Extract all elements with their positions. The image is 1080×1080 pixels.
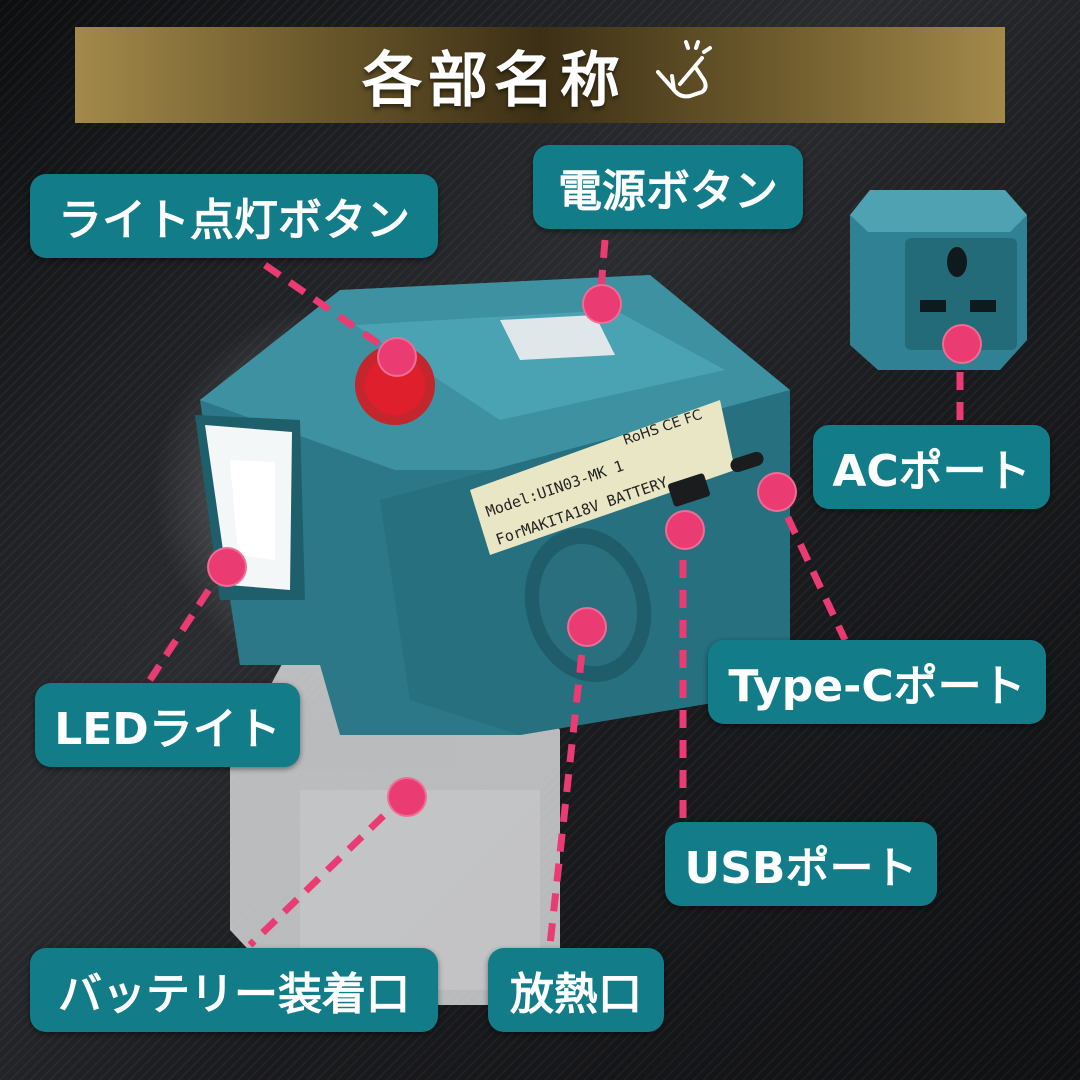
ac-port-label: ACポート [813, 425, 1050, 509]
usb-port-graphic [668, 473, 710, 507]
leader-power-button [596, 239, 609, 303]
battery-slot-label: バッテリー装着口 [30, 948, 438, 1032]
vent-label: 放熱口 [488, 948, 664, 1032]
led-light-label: LEDライト [35, 683, 300, 767]
vent-graphic [524, 527, 652, 683]
page-title: 各部名称 [362, 45, 626, 116]
leader-light-button [263, 262, 397, 358]
leader-type-c [771, 488, 849, 642]
type-c-dot [757, 472, 797, 512]
led-dot [207, 547, 247, 587]
ac-port-dot [942, 324, 982, 364]
usb-port-label: USBポート [665, 822, 937, 906]
type-c-port-graphic [730, 451, 764, 473]
leader-led [147, 563, 228, 682]
power-button-label: 電源ボタン [533, 145, 803, 229]
vent-dot [567, 607, 607, 647]
type-c-port-label: Type-Cポート [708, 640, 1046, 724]
leader-vent [546, 624, 589, 946]
light-button-dot [377, 337, 417, 377]
ac-port-inset [850, 190, 1027, 370]
leader-battery-slot [247, 792, 408, 948]
title-banner: 各部名称 [75, 27, 1005, 123]
light-button-label: ライト点灯ボタン [30, 174, 438, 258]
pointing-hand-icon [656, 40, 712, 99]
battery-slot-dot [387, 777, 427, 817]
label-plate [470, 400, 735, 555]
usb-dot [665, 510, 705, 550]
power-button-dot [582, 284, 622, 324]
